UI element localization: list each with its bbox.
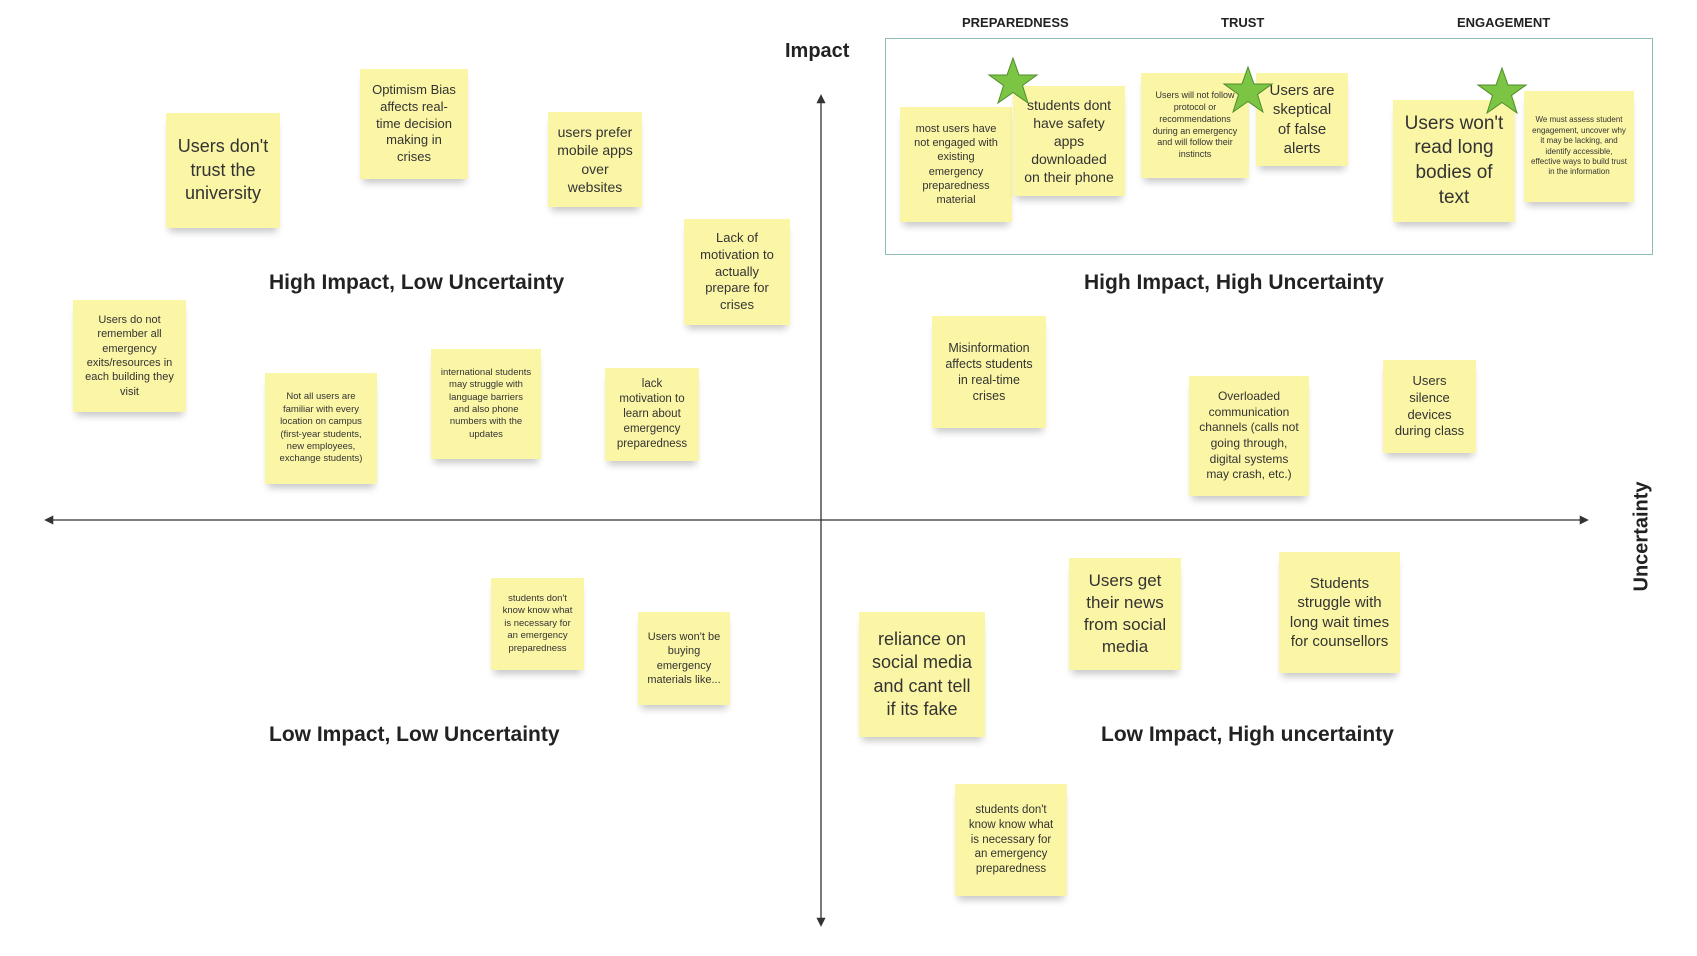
- theme-label-trust: TRUST: [1221, 15, 1265, 30]
- sticky-note-text: students don't know know what is necessa…: [968, 803, 1054, 876]
- sticky-note[interactable]: Misinformation affects students in real-…: [932, 316, 1046, 428]
- quadrant-label-high-impact-low-uncertainty: High Impact, Low Uncertainty: [269, 271, 565, 294]
- sticky-note-text: international students may struggle with…: [440, 366, 532, 440]
- sticky-note[interactable]: Users are skeptical of false alerts: [1256, 73, 1348, 166]
- sticky-note[interactable]: We must assess student engagement, uncov…: [1524, 91, 1634, 202]
- sticky-note[interactable]: Lack of motivation to actually prepare f…: [684, 219, 790, 325]
- sticky-note-text: Lack of motivation to actually prepare f…: [700, 229, 774, 313]
- sticky-note-text: Users won't read long bodies of text: [1404, 112, 1504, 208]
- sticky-note[interactable]: students don't know know what is necessa…: [491, 578, 584, 670]
- sticky-note-text: Overloaded communication channels (calls…: [1199, 389, 1299, 482]
- sticky-note-text: Misinformation affects students in real-…: [945, 340, 1033, 404]
- sticky-note[interactable]: international students may struggle with…: [431, 349, 541, 459]
- sticky-note[interactable]: Users do not remember all emergency exit…: [73, 300, 186, 412]
- sticky-note-text: students don't know know what is necessa…: [502, 593, 573, 654]
- sticky-note[interactable]: Users silence devices during class: [1383, 360, 1476, 453]
- uncertainty-axis-label: Uncertainty: [1630, 481, 1653, 592]
- sticky-note-text: students dont have safety apps downloade…: [1024, 96, 1114, 186]
- sticky-note[interactable]: students don't know know what is necessa…: [955, 784, 1067, 896]
- impact-axis-label: Impact: [785, 40, 850, 62]
- star-shape: [1222, 65, 1274, 114]
- sticky-note-text: Users silence devices during class: [1394, 372, 1465, 439]
- sticky-note-text: most users have not engaged with existin…: [914, 122, 998, 207]
- quadrant-label-high-impact-high-uncertainty: High Impact, High Uncertainty: [1084, 271, 1384, 294]
- star-shape: [987, 56, 1039, 105]
- sticky-note-text: users prefer mobile apps over websites: [557, 124, 633, 195]
- sticky-note[interactable]: Optimism Bias affects real-time decision…: [360, 69, 468, 179]
- quadrant-label-low-impact-low-uncertainty: Low Impact, Low Uncertainty: [269, 723, 560, 746]
- sticky-note[interactable]: reliance on social media and cant tell i…: [859, 612, 985, 737]
- star-icon: [1476, 66, 1528, 116]
- sticky-note-text: Students struggle with long wait times f…: [1289, 574, 1390, 651]
- sticky-note[interactable]: users prefer mobile apps over websites: [548, 112, 642, 207]
- sticky-note[interactable]: Not all users are familiar with every lo…: [265, 373, 377, 484]
- high-uncertainty-cluster-frame[interactable]: [885, 38, 1653, 255]
- sticky-note-text: Users are skeptical of false alerts: [1269, 81, 1335, 158]
- sticky-note-text: Users do not remember all emergency exit…: [85, 314, 174, 398]
- sticky-note-text: Optimism Bias affects real-time decision…: [372, 81, 456, 165]
- star-icon: [1222, 65, 1274, 115]
- sticky-note[interactable]: Users won't read long bodies of text: [1393, 100, 1515, 222]
- sticky-note-text: Users won't be buying emergency material…: [647, 630, 721, 686]
- sticky-note[interactable]: Users will not follow protocol or recomm…: [1141, 73, 1249, 178]
- sticky-note-text: lack motivation to learn about emergency…: [616, 378, 688, 450]
- sticky-note-text: Users don't trust the university: [177, 136, 269, 204]
- sticky-note[interactable]: Overloaded communication channels (calls…: [1189, 376, 1309, 496]
- theme-label-engagement: ENGAGEMENT: [1457, 15, 1551, 30]
- star-icon: [987, 56, 1039, 106]
- star-shape: [1476, 66, 1528, 115]
- sticky-note[interactable]: Users get their news from social media: [1069, 558, 1181, 670]
- sticky-note[interactable]: lack motivation to learn about emergency…: [605, 368, 699, 461]
- quadrant-label-low-impact-high-uncertainty: Low Impact, High uncertainty: [1101, 723, 1394, 746]
- sticky-note[interactable]: Users don't trust the university: [166, 113, 280, 228]
- sticky-note[interactable]: most users have not engaged with existin…: [900, 107, 1012, 222]
- sticky-note[interactable]: Users won't be buying emergency material…: [638, 612, 730, 705]
- sticky-note-text: Users will not follow protocol or recomm…: [1152, 90, 1238, 159]
- sticky-note[interactable]: students dont have safety apps downloade…: [1013, 86, 1125, 196]
- sticky-note-text: reliance on social media and cant tell i…: [871, 628, 973, 719]
- sticky-note-text: Not all users are familiar with every lo…: [279, 391, 363, 465]
- sticky-note-text: Users get their news from social media: [1083, 570, 1167, 657]
- sticky-note-text: We must assess student engagement, uncov…: [1531, 115, 1627, 177]
- sticky-note[interactable]: Students struggle with long wait times f…: [1279, 552, 1400, 673]
- theme-label-preparedness: PREPAREDNESS: [962, 15, 1069, 30]
